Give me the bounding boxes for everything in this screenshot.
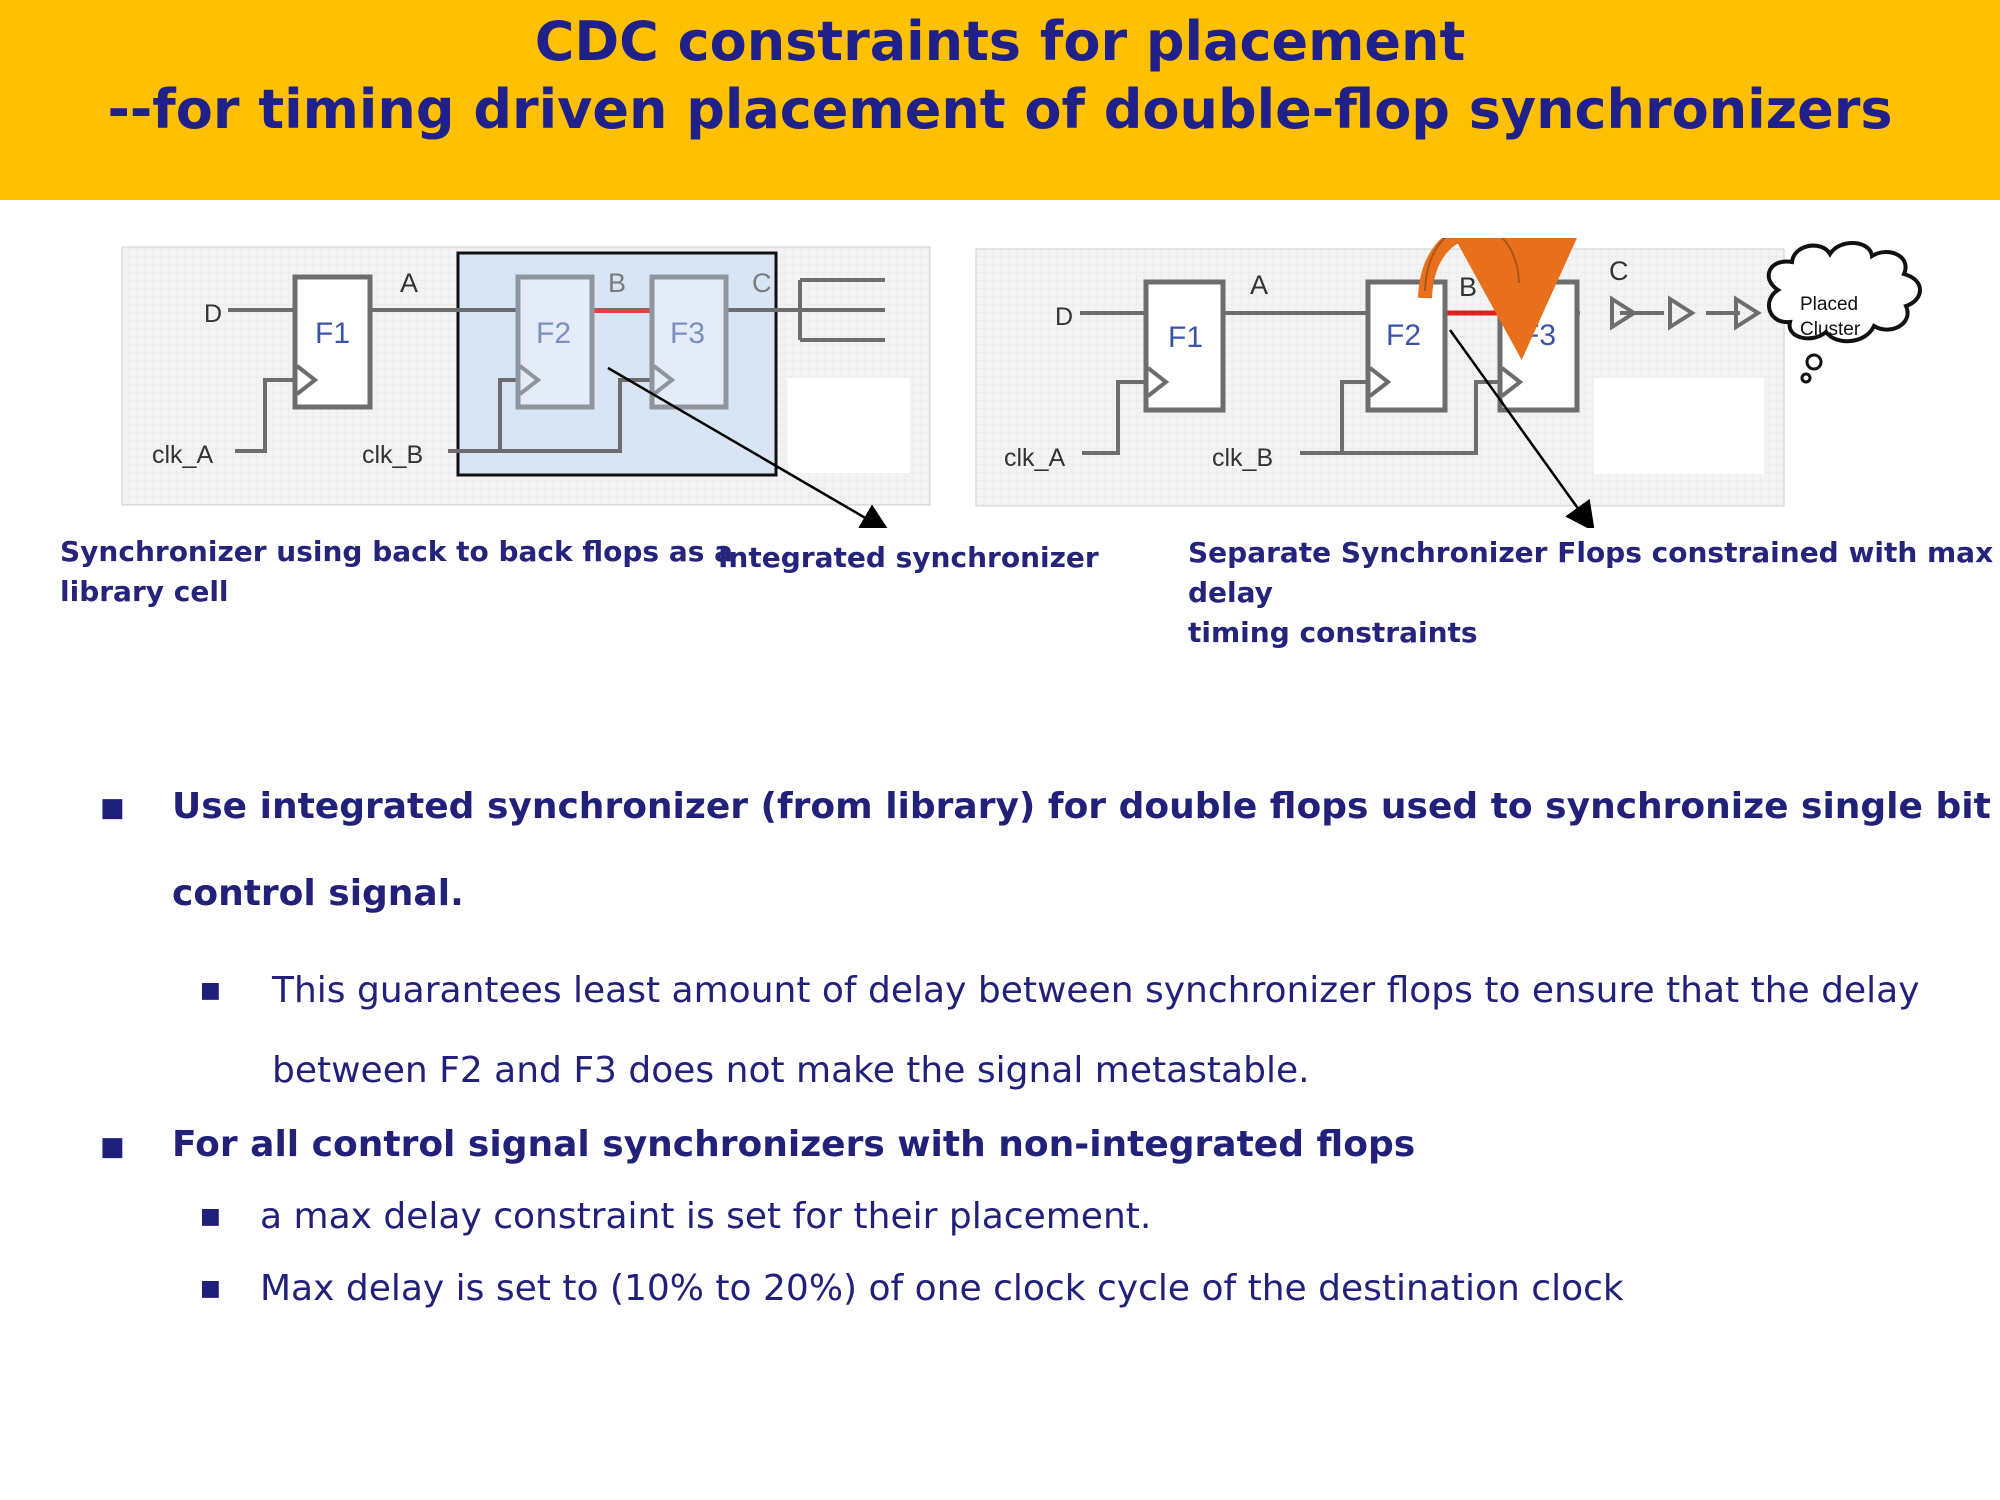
separate-flops-arrow <box>1448 329 1595 528</box>
cloud-label-line2: Cluster <box>1800 319 1861 340</box>
title-banner: CDC constraints for placement --for timi… <box>0 0 2000 200</box>
left-diagram: F1 F2 F3 D clk_A clk_B A B C <box>121 246 931 528</box>
sub-bullet-1-line2: between F2 and F3 does not make the sign… <box>272 1050 1310 1091</box>
slide-subtitle: --for timing driven placement of double-… <box>107 78 1893 141</box>
buffer-1 <box>1610 295 1638 331</box>
bullet-1-line1: Use integrated synchronizer (from librar… <box>172 786 1991 827</box>
right-white-block <box>1594 378 1764 474</box>
left-port-clk-b: clk_B <box>362 441 423 469</box>
placement-arc-arrow <box>1418 238 1587 360</box>
bullet-2-marker: ■ <box>100 1132 125 1162</box>
left-flop-f3-label: F3 <box>670 317 705 350</box>
left-net-b: B <box>608 268 626 298</box>
right-net-a: A <box>1250 270 1268 300</box>
buffer-3 <box>1734 295 1762 331</box>
caption-right-line1: Separate Synchronizer Flops constrained … <box>1188 536 1994 609</box>
left-flop-f1-label: F1 <box>315 317 350 350</box>
left-flop-f1 <box>292 274 373 410</box>
caption-right: Separate Synchronizer Flops constrained … <box>1188 533 2000 653</box>
caption-left-line2: library cell <box>60 575 229 608</box>
sub-bullet-3-marker: ■ <box>200 1276 221 1301</box>
synchronizer-diagrams: F1 F2 F3 D clk_A clk_B A B C <box>121 238 1922 528</box>
placed-cluster-cloud: Placed Cluster <box>1766 240 1922 384</box>
bullet-2-line1: For all control signal synchronizers wit… <box>172 1124 1416 1165</box>
right-port-clk-a: clk_A <box>1004 444 1065 472</box>
right-port-d: D <box>1055 303 1073 331</box>
caption-middle: Integrated synchronizer <box>718 541 1099 574</box>
right-diagram: F1 F2 F3 D clk_A clk_B A B C Placed Clus… <box>975 238 1922 528</box>
left-flop-f3 <box>649 274 729 410</box>
cloud-label-line1: Placed <box>1800 294 1858 315</box>
left-white-block <box>788 378 910 473</box>
integrated-synchronizer-arrow <box>607 366 891 528</box>
left-port-d: D <box>204 300 222 328</box>
bullet-1-marker: ■ <box>100 793 125 823</box>
left-net-a: A <box>400 268 418 298</box>
right-net-b: B <box>1459 272 1477 302</box>
sub-bullet-2-marker: ■ <box>200 1204 221 1229</box>
right-port-clk-b: clk_B <box>1212 444 1273 472</box>
sub-bullet-3-line1: Max delay is set to (10% to 20%) of one … <box>260 1268 1624 1309</box>
right-flop-f1-label: F1 <box>1168 321 1203 354</box>
left-port-clk-a: clk_A <box>152 441 213 469</box>
sub-bullet-2-line1: a max delay constraint is set for their … <box>260 1196 1152 1237</box>
sub-bullet-1-line1: This guarantees least amount of delay be… <box>272 970 1920 1011</box>
caption-right-line2: timing constraints <box>1188 616 1478 649</box>
caption-left-line1: Synchronizer using back to back flops as… <box>60 535 734 568</box>
left-net-c: C <box>752 268 772 298</box>
slide-title: CDC constraints for placement <box>534 10 1466 73</box>
right-flop-f3-label: F3 <box>1521 319 1556 352</box>
sub-bullet-1-marker: ■ <box>200 978 221 1003</box>
buffer-2 <box>1668 295 1696 331</box>
right-flop-f2-label: F2 <box>1386 319 1421 352</box>
caption-left: Synchronizer using back to back flops as… <box>60 532 733 612</box>
left-flop-f2-label: F2 <box>536 317 571 350</box>
right-net-c: C <box>1609 256 1629 286</box>
bullet-1-line2: control signal. <box>172 873 464 914</box>
